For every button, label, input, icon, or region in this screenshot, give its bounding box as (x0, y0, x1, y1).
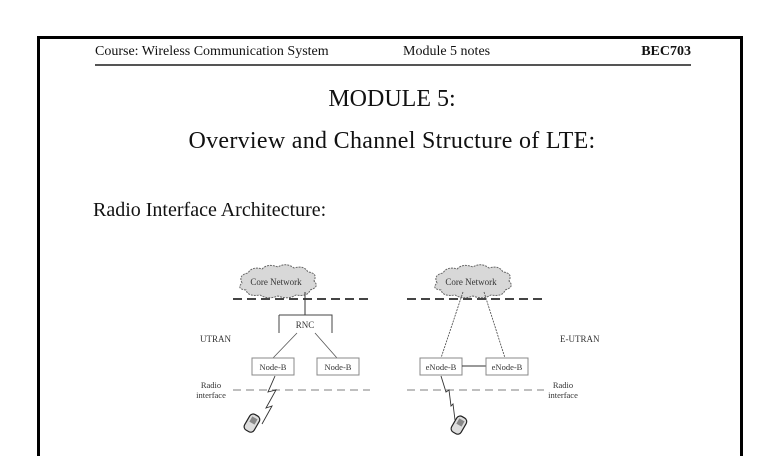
radio-interface-label: Radio (553, 380, 573, 390)
course-code: BEC703 (641, 44, 691, 59)
node-b-label: Node-B (325, 362, 352, 372)
mobile-phone-icon (450, 415, 468, 435)
rnc-nodeb1-link (272, 332, 298, 359)
core-network-cloud-icon (434, 264, 512, 299)
section-heading: Radio Interface Architecture: (93, 199, 327, 221)
radio-interface-label: interface (196, 390, 226, 400)
page-frame (37, 36, 743, 456)
document-subtitle: Overview and Channel Structure of LTE: (188, 128, 596, 154)
wireless-link-icon (261, 375, 277, 425)
core-network-cloud-icon (239, 264, 317, 299)
enode-b-label: eNode-B (426, 362, 457, 372)
e-utran-diagram: Core Network E-UTRAN eNode-B eNode-B Rad… (407, 264, 600, 435)
rnc-box (278, 314, 333, 333)
enode-b-label: eNode-B (492, 362, 523, 372)
rnc-nodeb2-link (314, 332, 338, 359)
course-name: Course: Wireless Communication System (95, 44, 329, 59)
node-b-box (251, 357, 295, 376)
running-header: Course: Wireless Communication System Mo… (95, 40, 691, 66)
core-enodeb2-link (483, 291, 506, 359)
enode-b-box (485, 357, 529, 376)
radio-interface-label: interface (548, 390, 578, 400)
utran-diagram: Core Network RNC UTRAN Node-B Node-B Rad… (196, 264, 370, 433)
core-network-label: Core Network (445, 277, 497, 287)
e-utran-label: E-UTRAN (560, 334, 600, 344)
radio-interface-architecture-figure: Core Network RNC UTRAN Node-B Node-B Rad… (196, 264, 600, 435)
core-network-label: Core Network (250, 277, 302, 287)
node-b-box (316, 357, 360, 376)
wireless-link-icon (440, 375, 456, 421)
utran-label: UTRAN (200, 334, 231, 344)
radio-interface-label: Radio (201, 380, 221, 390)
rnc-label: RNC (296, 320, 315, 330)
module-title: MODULE 5: (328, 86, 456, 112)
node-b-label: Node-B (260, 362, 287, 372)
mobile-phone-icon (243, 413, 261, 433)
module-notes-label: Module 5 notes (403, 44, 491, 59)
core-enodeb1-link (440, 291, 464, 359)
